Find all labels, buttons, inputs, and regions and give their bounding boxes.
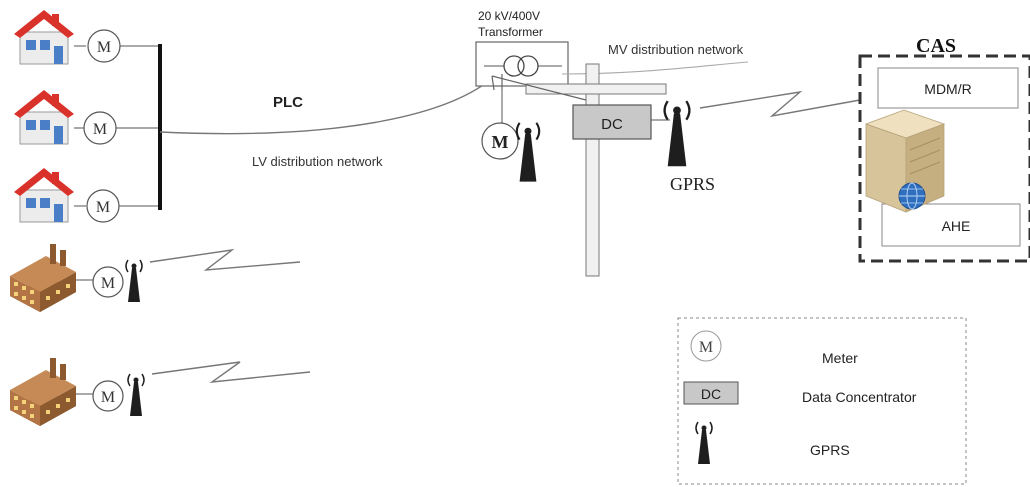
legend-dc-symbol: DC	[683, 381, 739, 405]
gprs-antenna-icon-dc	[663, 99, 691, 168]
house-meter-1: M	[74, 29, 160, 63]
legend-meter-symbol: M	[690, 330, 722, 362]
wireless-link-cas	[699, 90, 861, 118]
gprs-antenna-icon-factory-1	[125, 259, 143, 303]
utility-pole	[491, 63, 667, 277]
legend-dc-label: Data Concentrator	[802, 389, 917, 405]
factory-meter-1: M	[76, 266, 124, 298]
svg-text:AHE: AHE	[942, 218, 971, 234]
lv-line	[159, 73, 498, 135]
house-icon-3	[13, 167, 75, 223]
legend-gprs-label: GPRS	[810, 442, 850, 458]
house-meter-3: M	[74, 189, 160, 223]
house-icon-1	[13, 9, 75, 65]
transformer-rating-label: 20 kV/400V	[478, 9, 540, 23]
cas-label: CAS	[916, 35, 956, 57]
cas-frame	[858, 54, 1030, 263]
transformer-icon	[475, 41, 569, 87]
factory-meter-2: M	[76, 380, 124, 412]
mv-network-label: MV distribution network	[608, 42, 744, 57]
gprs-label: GPRS	[670, 174, 715, 194]
svg-text:DC: DC	[701, 386, 721, 402]
svg-text:M: M	[96, 199, 110, 216]
svg-text:M: M	[699, 339, 713, 356]
wireless-link-factory-2	[151, 361, 311, 383]
lv-network-label: LV distribution network	[252, 154, 383, 169]
transformer-meter: M	[481, 90, 519, 160]
mdm-box: MDM/R	[877, 67, 1019, 109]
data-concentrator: DC	[572, 104, 652, 140]
globe-icon	[898, 182, 926, 210]
factory-icon-2	[10, 358, 76, 426]
svg-text:MDM/R: MDM/R	[924, 81, 971, 97]
factory-icon-1	[10, 244, 76, 312]
house-icon-2	[13, 89, 75, 145]
svg-text:M: M	[492, 132, 509, 152]
gprs-antenna-icon-meter	[515, 121, 541, 183]
wireless-link-factory-1	[149, 248, 301, 271]
svg-text:M: M	[101, 275, 115, 292]
house-meter-2: M	[74, 111, 160, 145]
svg-text:M: M	[93, 121, 107, 138]
svg-text:M: M	[101, 389, 115, 406]
svg-text:DC: DC	[601, 116, 623, 133]
plc-label: PLC	[273, 94, 303, 111]
legend-meter-label: Meter	[822, 350, 858, 366]
transformer-label: Transformer	[478, 25, 543, 39]
svg-text:M: M	[97, 39, 111, 56]
gprs-antenna-icon-factory-2	[127, 373, 145, 417]
